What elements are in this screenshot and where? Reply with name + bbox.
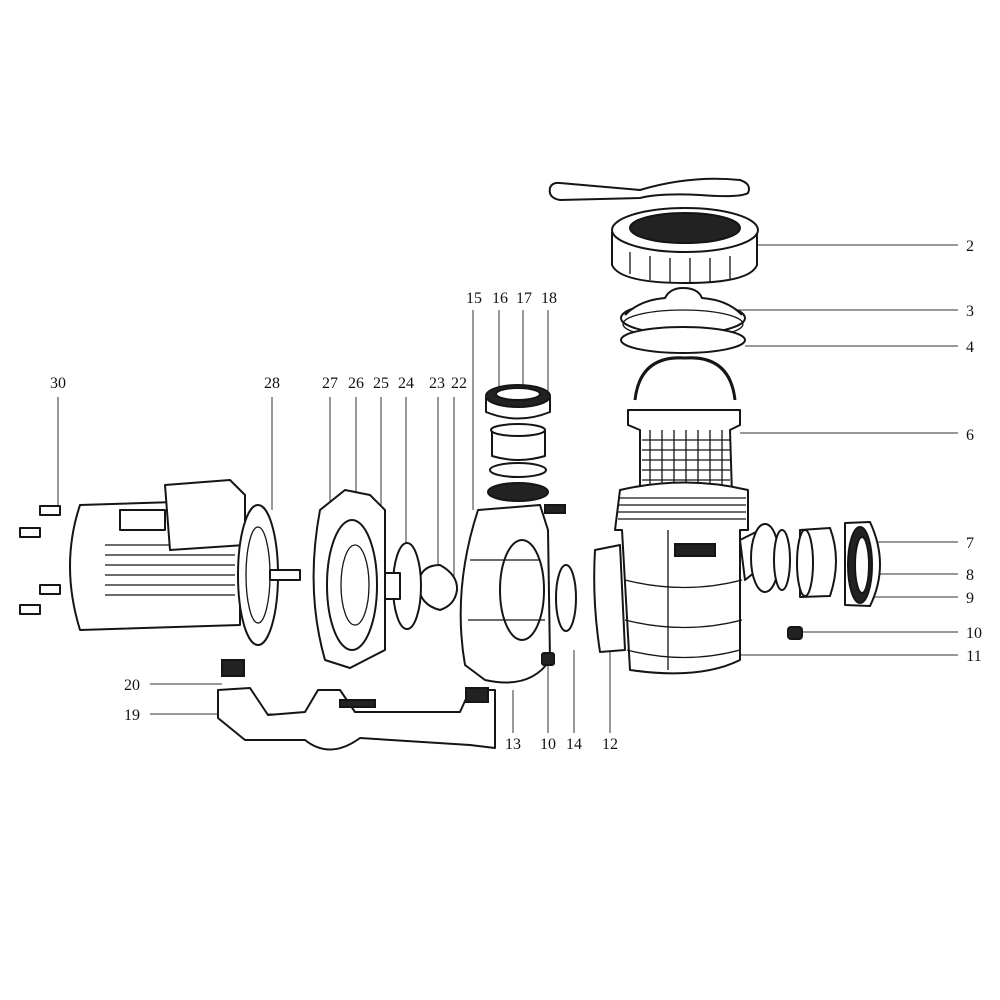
housing-flange xyxy=(593,544,626,653)
strainer-basket xyxy=(627,356,741,496)
volute-o-ring xyxy=(555,564,577,632)
strainer-housing xyxy=(614,481,771,675)
label-7: 7 xyxy=(966,535,974,552)
leader-lines xyxy=(57,244,958,733)
label-16: 16 xyxy=(492,290,508,307)
label-4: 4 xyxy=(966,339,974,356)
motor xyxy=(69,479,301,646)
label-9: 9 xyxy=(966,590,974,607)
motor-bolts xyxy=(19,505,61,615)
clear-lid xyxy=(620,287,746,339)
union-fitting xyxy=(750,521,881,607)
label-30: 30 xyxy=(50,375,66,392)
label-12: 12 xyxy=(602,736,618,753)
pump-volute xyxy=(459,504,566,684)
label-6: 6 xyxy=(966,427,974,444)
motor-base xyxy=(217,659,496,751)
label-10-bottom: 10 xyxy=(540,736,556,753)
label-23: 23 xyxy=(429,375,445,392)
lid-locking-ring xyxy=(611,207,759,284)
label-17: 17 xyxy=(516,290,532,307)
label-26: 26 xyxy=(348,375,364,392)
lid-o-ring xyxy=(620,326,746,354)
lid-wrench xyxy=(548,177,750,201)
label-28: 28 xyxy=(264,375,280,392)
label-15: 15 xyxy=(466,290,482,307)
discharge-union xyxy=(485,384,551,502)
label-11: 11 xyxy=(966,648,981,665)
label-27: 27 xyxy=(322,375,338,392)
label-24: 24 xyxy=(398,375,414,392)
label-13: 13 xyxy=(505,736,521,753)
label-2: 2 xyxy=(966,238,974,255)
label-14: 14 xyxy=(566,736,582,753)
label-3: 3 xyxy=(966,303,974,320)
label-20: 20 xyxy=(124,677,140,694)
label-8: 8 xyxy=(966,567,974,584)
label-18: 18 xyxy=(541,290,557,307)
label-25: 25 xyxy=(373,375,389,392)
label-10-right: 10 xyxy=(966,625,982,642)
label-19: 19 xyxy=(124,707,140,724)
drain-plug xyxy=(787,626,803,640)
seal-plate xyxy=(312,489,386,669)
part-labels: 2 3 4 6 7 8 9 10 11 15 16 17 18 30 28 27… xyxy=(50,238,982,753)
label-22: 22 xyxy=(451,375,467,392)
